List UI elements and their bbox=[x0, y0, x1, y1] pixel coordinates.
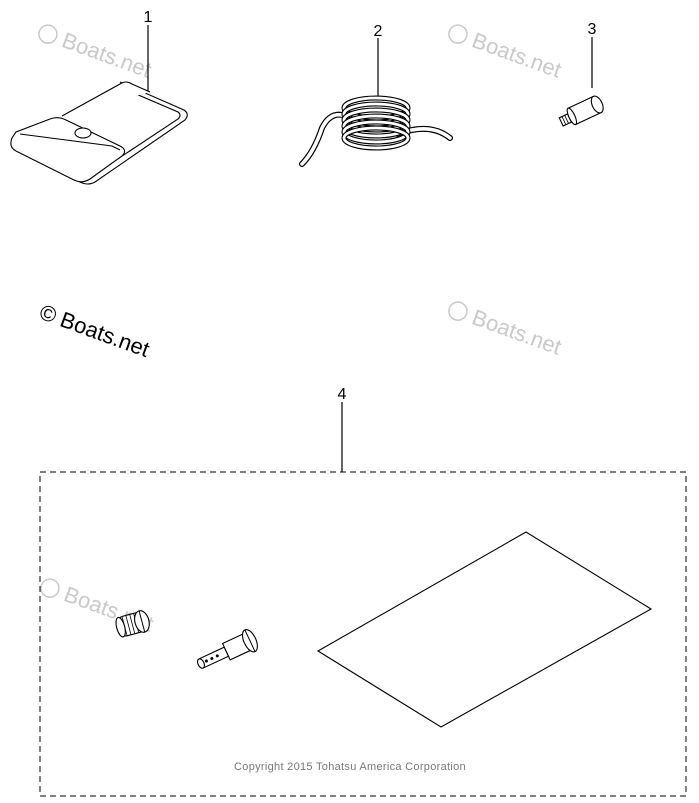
svg-text:Boats.net: Boats.net bbox=[59, 27, 155, 82]
callout-2: 2 bbox=[374, 23, 383, 40]
callout-1: 1 bbox=[144, 9, 153, 26]
watermark-main: © Boats.net bbox=[36, 299, 153, 362]
kit-boundary-box bbox=[39, 471, 687, 797]
svg-text:Boats.net: Boats.net bbox=[469, 27, 565, 82]
svg-text:Boats.net: Boats.net bbox=[57, 307, 153, 362]
kit-threaded-plug bbox=[115, 610, 150, 638]
watermark-top-left: Boats.net bbox=[38, 24, 155, 83]
callout-3: 3 bbox=[588, 21, 597, 38]
part-3-fitting: 3 bbox=[558, 21, 604, 127]
part-1-pouch: 1 bbox=[10, 9, 188, 185]
kit-gasket-sheet bbox=[316, 531, 653, 728]
copyright-text: Copyright 2015 Tohatsu America Corporati… bbox=[234, 761, 466, 773]
watermark-top-right: Boats.net bbox=[448, 24, 565, 83]
watermark-mid-right: Boats.net bbox=[448, 301, 565, 360]
part-2-coiled-cord: 2 bbox=[299, 23, 453, 167]
callout-4: 4 bbox=[338, 386, 347, 403]
kit-jet-screw bbox=[197, 628, 258, 669]
svg-text:Boats.net: Boats.net bbox=[469, 304, 565, 359]
svg-text:©: © bbox=[36, 299, 60, 328]
part-4-kit: 4 bbox=[39, 386, 687, 797]
